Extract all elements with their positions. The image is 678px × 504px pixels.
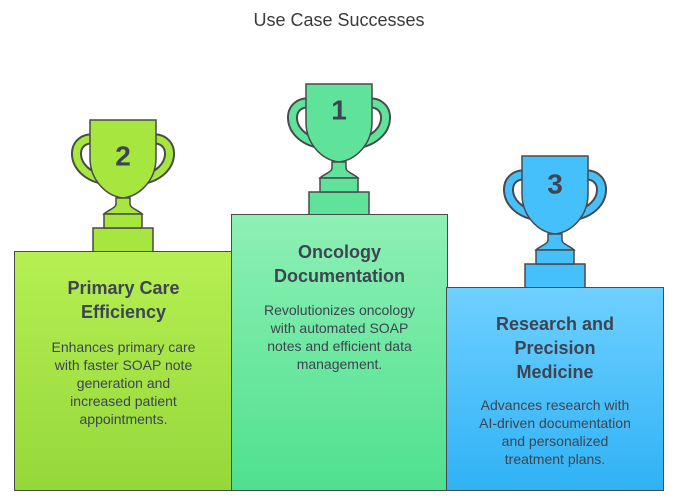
- trophy-icon-rank-2: 2: [68, 118, 178, 253]
- podium-title-line: Research and: [495, 314, 615, 334]
- podium-desc-line: with automated SOAP: [270, 320, 409, 336]
- podium-desc-line: treatment plans.: [504, 451, 606, 467]
- podium-desc-line: appointments.: [79, 411, 168, 427]
- podium-desc-line: increased patient: [70, 393, 177, 409]
- podium-desc-line: Revolutionizes oncology: [264, 302, 415, 318]
- rank-2-label: 2: [115, 140, 131, 171]
- podium-title-line: Oncology: [297, 242, 381, 262]
- podium-rank-3: Research and Precision Medicine Advances…: [446, 287, 664, 491]
- podium-title: Primary Care Efficiency: [15, 276, 232, 324]
- podium-title-line: Efficiency: [80, 302, 167, 322]
- podium-rank-1: Oncology Documentation Revolutionizes on…: [231, 214, 448, 491]
- podium-title-line: Documentation: [273, 266, 405, 286]
- trophy-icon-rank-1: 1: [284, 82, 394, 217]
- podium-rank-2: Primary Care Efficiency Enhances primary…: [14, 251, 233, 491]
- podium-title: Research and Precision Medicine: [447, 312, 663, 384]
- rank-1-label: 1: [331, 94, 347, 125]
- page-title: Use Case Successes: [253, 10, 425, 30]
- podium-desc-line: generation and: [76, 375, 171, 391]
- podium-title-line: Precision: [514, 338, 596, 358]
- podium-desc-line: Advances research with: [480, 397, 630, 413]
- podium-description: Advances research with AI-driven documen…: [447, 396, 663, 468]
- podium-desc-line: AI-driven documentation: [479, 415, 631, 431]
- podium-desc-line: and personalized: [501, 433, 609, 449]
- trophy-icon-rank-3: 3: [500, 154, 610, 289]
- podium-desc-line: notes and efficient data: [267, 338, 412, 354]
- podium-desc-line: management.: [296, 356, 383, 372]
- podium-title: Oncology Documentation: [232, 240, 447, 288]
- podium-description: Enhances primary care with faster SOAP n…: [15, 338, 232, 428]
- podium-title-line: Medicine: [516, 362, 594, 382]
- podium-title-line: Primary Care: [67, 278, 180, 298]
- rank-3-label: 3: [547, 168, 563, 199]
- podium-desc-line: Enhances primary care: [51, 339, 196, 355]
- podium-desc-line: with faster SOAP note: [54, 357, 193, 373]
- podium-description: Revolutionizes oncology with automated S…: [232, 301, 447, 373]
